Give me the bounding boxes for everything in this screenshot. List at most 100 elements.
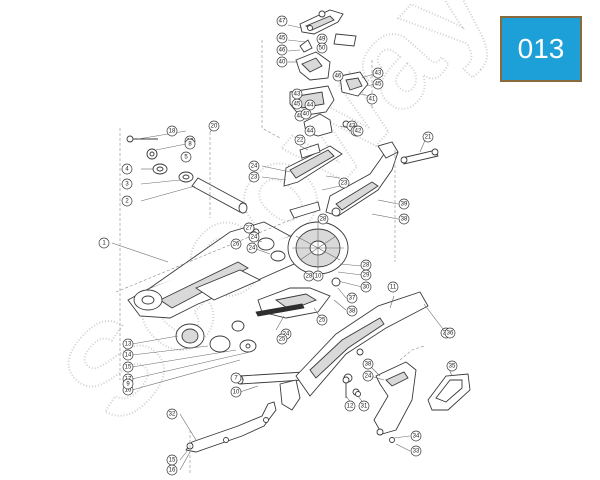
callout-number: 46: [279, 47, 286, 53]
callout-number: 4: [125, 166, 129, 172]
callout-number: 43: [375, 70, 382, 76]
callout-9: 9: [122, 378, 134, 390]
callout-24: 24: [362, 370, 374, 382]
callout-14: 14: [122, 349, 134, 361]
callout-24: 24: [246, 242, 258, 254]
callout-25: 25: [276, 333, 288, 345]
callout-13: 13: [122, 338, 134, 350]
callout-number: 7: [234, 375, 238, 381]
callout-number: 44: [307, 102, 314, 108]
callout-21: 21: [422, 131, 434, 143]
callout-number: 5: [184, 154, 188, 160]
callout-23: 23: [248, 171, 260, 183]
callout-number: 37: [349, 295, 356, 301]
callout-number: 18: [169, 128, 176, 134]
callout-26: 26: [230, 238, 242, 250]
callout-number: 14: [125, 352, 132, 358]
callout-44: 44: [304, 99, 316, 111]
callout-number: 40: [303, 111, 310, 117]
callout-number: 46: [335, 73, 342, 79]
callout-number: 45: [294, 101, 301, 107]
right-arm: [325, 137, 439, 262]
callout-40: 40: [300, 108, 312, 120]
callout-3: 3: [121, 178, 133, 190]
callout-number: 25: [319, 317, 326, 323]
callout-number: 23: [251, 174, 258, 180]
callout-number: 24: [251, 163, 258, 169]
callout-number: 11: [390, 284, 397, 290]
callout-39: 39: [398, 198, 410, 210]
callout-number: 10: [315, 273, 322, 279]
callout-number: 42: [355, 128, 362, 134]
callout-number: 28: [306, 273, 313, 279]
callout-number: 30: [363, 284, 370, 290]
callout-number: 9: [126, 381, 130, 387]
callout-36: 36: [444, 327, 456, 339]
callout-10: 10: [312, 270, 324, 282]
callout-number: 45: [375, 81, 382, 87]
callout-number: 25: [279, 336, 286, 342]
callout-22: 22: [294, 134, 306, 146]
callout-34: 34: [410, 430, 422, 442]
callout-number: 23: [341, 180, 348, 186]
callout-27: 27: [243, 222, 255, 234]
callout-7: 7: [230, 372, 242, 384]
callout-number: 28: [320, 216, 327, 222]
callout-number: 43: [349, 123, 356, 129]
callout-number: 38: [349, 308, 356, 314]
callout-number: 28: [363, 262, 370, 268]
callout-45: 45: [276, 32, 288, 44]
callout-50: 50: [316, 42, 328, 54]
callout-33: 33: [410, 445, 422, 457]
callout-number: 16: [169, 467, 176, 473]
callout-number: 13: [125, 341, 132, 347]
callout-16: 16: [166, 464, 178, 476]
callout-28: 28: [360, 259, 372, 271]
callout-10: 10: [230, 386, 242, 398]
callout-35: 35: [446, 360, 458, 372]
callout-8: 8: [184, 138, 196, 150]
callout-5: 5: [180, 151, 192, 163]
pivot-shaft-assembly: [126, 125, 248, 218]
callout-12: 12: [344, 400, 356, 412]
callout-number: 22: [297, 137, 304, 143]
callout-49: 49: [316, 33, 328, 45]
callout-number: 26: [233, 241, 240, 247]
callout-28: 28: [303, 270, 315, 282]
callout-number: 12: [347, 403, 354, 409]
callout-number: 15: [125, 364, 132, 370]
callout-15: 15: [122, 361, 134, 373]
callout-number: 24: [251, 234, 258, 240]
callout-24: 24: [248, 160, 260, 172]
callout-number: 49: [319, 36, 326, 42]
callout-number: 40: [279, 59, 286, 65]
callout-25: 25: [316, 314, 328, 326]
callout-28: 28: [317, 213, 329, 225]
callout-18: 18: [166, 125, 178, 137]
callout-labels: 4745464049504345444540464345414443434218…: [98, 15, 458, 476]
callout-43: 43: [291, 88, 303, 100]
callout-1: 1: [98, 237, 110, 249]
callout-45: 45: [291, 98, 303, 110]
callout-number: 8: [188, 141, 192, 147]
callout-number: 41: [369, 96, 376, 102]
callout-37: 37: [346, 292, 358, 304]
callout-number: 1: [102, 240, 106, 246]
callout-number: 15: [169, 457, 176, 463]
callout-number: 39: [401, 201, 408, 207]
callout-number: 20: [211, 123, 218, 129]
callout-number: 44: [307, 128, 314, 134]
callout-15: 15: [166, 454, 178, 466]
callout-47: 47: [276, 15, 288, 27]
callout-38: 38: [398, 213, 410, 225]
callout-11: 11: [387, 281, 399, 293]
callout-31: 31: [358, 400, 370, 412]
callout-number: 35: [449, 363, 456, 369]
callout-number: 45: [297, 113, 304, 119]
callout-number: 43: [294, 91, 301, 97]
callout-40: 40: [276, 56, 288, 68]
callout-24: 24: [248, 231, 260, 243]
callout-46: 46: [276, 44, 288, 56]
